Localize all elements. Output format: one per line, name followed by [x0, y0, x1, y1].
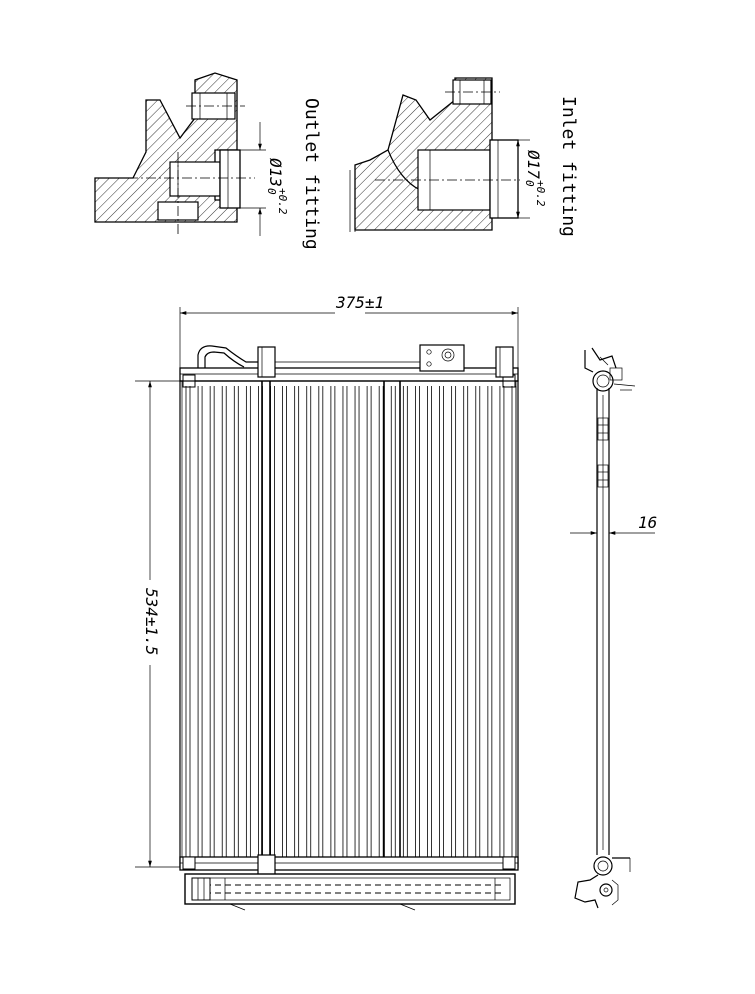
condenser-core-tubes	[185, 381, 517, 867]
inlet-diameter-label: Ø17	[524, 150, 543, 179]
condenser-front-view: 375±1 534±1.5	[135, 293, 519, 911]
inlet-fitting-detail: Ø17 +0.2 0 Inlet fitting	[349, 77, 579, 237]
outlet-fitting-title: Outlet fitting	[301, 98, 322, 250]
outlet-tolerance-lower: 0	[265, 188, 278, 195]
outlet-diameter-label: Ø13	[266, 158, 285, 187]
outlet-tolerance-upper: +0.2	[276, 188, 289, 215]
width-dimension-label: 375±1	[335, 293, 384, 312]
outlet-fitting-detail: Ø13 +0.2 0 Outlet fitting	[94, 72, 322, 250]
condenser-side-view: 16	[570, 347, 657, 909]
thickness-dimension-label: 16	[638, 513, 657, 532]
inlet-tolerance-lower: 0	[523, 180, 536, 187]
inlet-fitting-title: Inlet fitting	[558, 96, 579, 237]
inlet-tolerance-upper: +0.2	[534, 180, 547, 207]
height-dimension-label: 534±1.5	[142, 588, 161, 655]
